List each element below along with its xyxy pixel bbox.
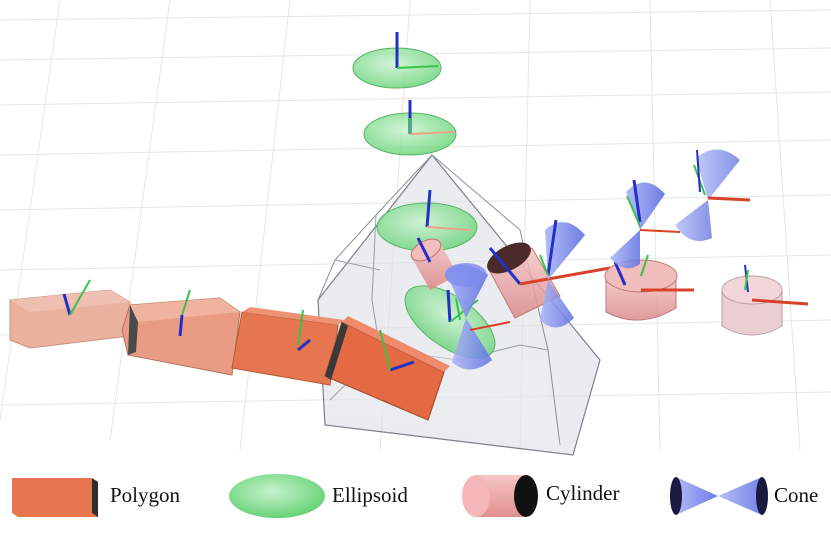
cone-legend-icon <box>670 477 768 515</box>
ellipsoid-inside-upper <box>376 189 478 252</box>
ellipsoid-legend-icon <box>229 474 325 518</box>
cylinder-far-right <box>721 264 809 336</box>
cylinder-legend-icon <box>462 475 538 517</box>
polygon-block-3 <box>231 307 344 386</box>
legend-icons <box>12 474 768 518</box>
cone-legend-label: Cone <box>774 483 819 507</box>
polygon-legend-label: Polygon <box>110 483 181 507</box>
cylinder-right <box>604 254 694 321</box>
polygon-block-4 <box>324 316 450 421</box>
axis-marks <box>455 297 511 331</box>
polygon-block-1 <box>9 279 131 349</box>
ellipsoid-legend-label: Ellipsoid <box>332 483 408 507</box>
cylinder-legend-label: Cylinder <box>546 481 620 505</box>
legend: Polygon Ellipsoid Cylinder Cone <box>0 455 831 537</box>
cone-top-right <box>675 149 751 242</box>
ellipsoid-second <box>363 100 457 156</box>
cone-center <box>539 219 585 328</box>
cone-inside <box>445 263 492 370</box>
cone-upper-pair <box>610 179 681 269</box>
cylinder-center <box>487 242 611 319</box>
ellipsoid-top <box>352 32 442 89</box>
polygon-block-2 <box>121 289 241 376</box>
polygon-legend-icon <box>12 478 98 517</box>
